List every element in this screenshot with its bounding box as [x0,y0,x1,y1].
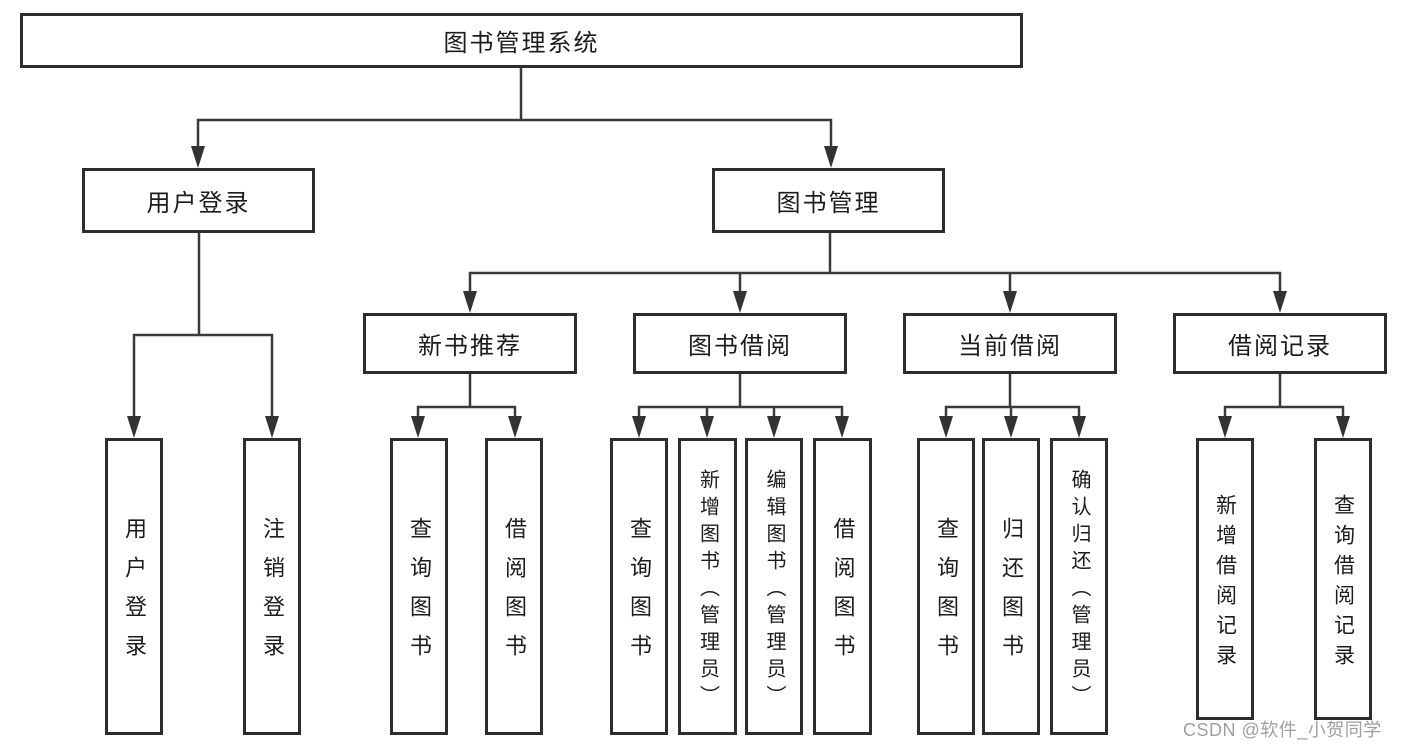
csdn-watermark: CSDN @软件_小贺同学 [1183,720,1382,740]
node-label: 用户登录 [146,190,251,217]
arrowhead [733,291,747,313]
node-label: 借阅图书 [502,517,527,673]
connector-user-login [127,233,279,438]
node-label: 新增借阅记录 [1213,493,1237,674]
arrowhead [632,416,646,438]
connector-borrow-records [1218,374,1350,438]
arrowhead [824,146,838,168]
node-user-login: 用户登录 [82,168,315,233]
arrowhead [939,416,953,438]
node-label: 图书借阅 [688,333,792,360]
arrowhead [508,416,522,438]
connector-new-book-recommend [411,374,522,438]
leaf-borrow-books-borrowing: 借阅图书 [813,438,872,735]
node-label: 借阅图书 [830,517,856,673]
node-label: 当前借阅 [958,333,1062,360]
node-label: 新书推荐 [418,333,522,360]
node-label: 查询图书 [934,517,959,673]
arrowhead [127,416,141,438]
arrowhead [767,416,781,438]
node-label: 确认归还（管理员） [1068,468,1090,712]
connector-root [191,68,838,168]
node-root-library-management-system: 图书管理系统 [20,13,1023,68]
node-label: 用户登录 [122,517,147,673]
leaf-query-books-current: 查询图书 [917,438,975,735]
node-book-borrowing: 图书借阅 [633,313,847,374]
node-label: 借阅记录 [1228,333,1332,360]
leaf-query-borrow-record: 查询借阅记录 [1314,438,1372,720]
leaf-edit-books-admin: 编辑图书（管理员） [745,438,803,735]
leaf-query-books-recommend: 查询图书 [390,438,448,735]
connector-book-management [463,233,1287,313]
arrowhead [411,416,425,438]
leaf-add-borrow-record: 新增借阅记录 [1196,438,1254,720]
node-label: 注销登录 [260,517,285,673]
arrowhead [1003,291,1017,313]
connector-current-borrowing [939,374,1086,438]
arrowhead [700,416,714,438]
node-borrow-records: 借阅记录 [1173,313,1387,374]
node-new-book-recommend: 新书推荐 [363,313,577,374]
node-label: 新增图书（管理员） [696,468,719,712]
node-label: 查询借阅记录 [1331,493,1355,674]
leaf-logout-login: 注销登录 [243,438,301,735]
arrowhead [265,416,279,438]
arrowhead [1273,291,1287,313]
leaf-query-books-borrowing: 查询图书 [610,438,668,735]
arrowhead [1072,416,1086,438]
arrowhead [1218,416,1232,438]
leaf-borrow-books-recommend: 借阅图书 [485,438,543,735]
node-label: 查询图书 [627,517,652,673]
arrowhead [191,146,205,168]
node-label: 归还图书 [999,517,1024,673]
leaf-return-books: 归还图书 [982,438,1040,735]
node-label: 图书管理系统 [443,30,600,57]
node-label: 查询图书 [407,517,432,673]
leaf-add-books-admin: 新增图书（管理员） [678,438,737,735]
arrowhead [1004,416,1018,438]
node-label: 编辑图书（管理员） [763,468,785,712]
leaf-confirm-return-admin: 确认归还（管理员） [1050,438,1108,735]
leaf-user-login: 用户登录 [105,438,163,735]
node-label: 图书管理 [776,190,881,217]
node-book-management: 图书管理 [712,168,945,233]
arrowhead [1336,416,1350,438]
node-current-borrowing: 当前借阅 [903,313,1117,374]
arrowhead [463,291,477,313]
connector-book-borrowing [632,374,849,438]
arrowhead [835,416,849,438]
